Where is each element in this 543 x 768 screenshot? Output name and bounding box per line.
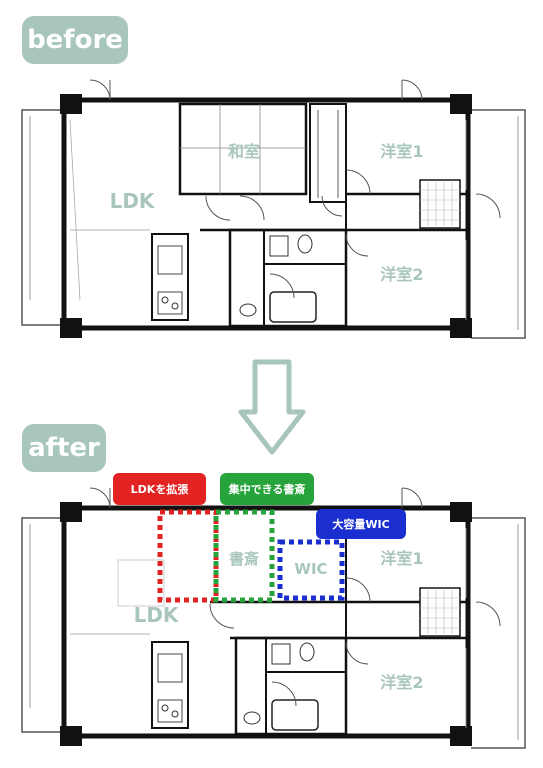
after-label: after [22,424,106,472]
room-label-yoshitsu2: 洋室2 [380,265,423,284]
room-label-yoshitsu1: 洋室1 [380,142,423,161]
before-label: before [22,16,128,64]
study-box [213,509,275,603]
room-label-yoshitsu2-after: 洋室2 [380,673,423,692]
callout-ldk-expand: LDKを拡張 [113,473,206,505]
room-label-ldk-after: LDK [134,603,180,627]
before-floorplan: 和室 洋室1 LDK 洋室2 [21,79,526,339]
after-floorplan: 書斎 WIC 洋室1 LDK 洋室2 [21,487,526,749]
wic-box [277,539,345,601]
ldk-expansion-box [157,509,219,603]
room-label-yoshitsu1-after: 洋室1 [380,549,423,568]
room-label-washitsu: 和室 [228,142,260,161]
callout-study: 集中できる書斎 [220,473,314,505]
down-arrow-icon [238,359,306,455]
room-label-wic: WIC [294,560,327,578]
room-label-ldk: LDK [110,189,156,213]
room-label-shosai: 書斎 [229,550,259,568]
callout-wic: 大容量WIC [316,509,406,539]
